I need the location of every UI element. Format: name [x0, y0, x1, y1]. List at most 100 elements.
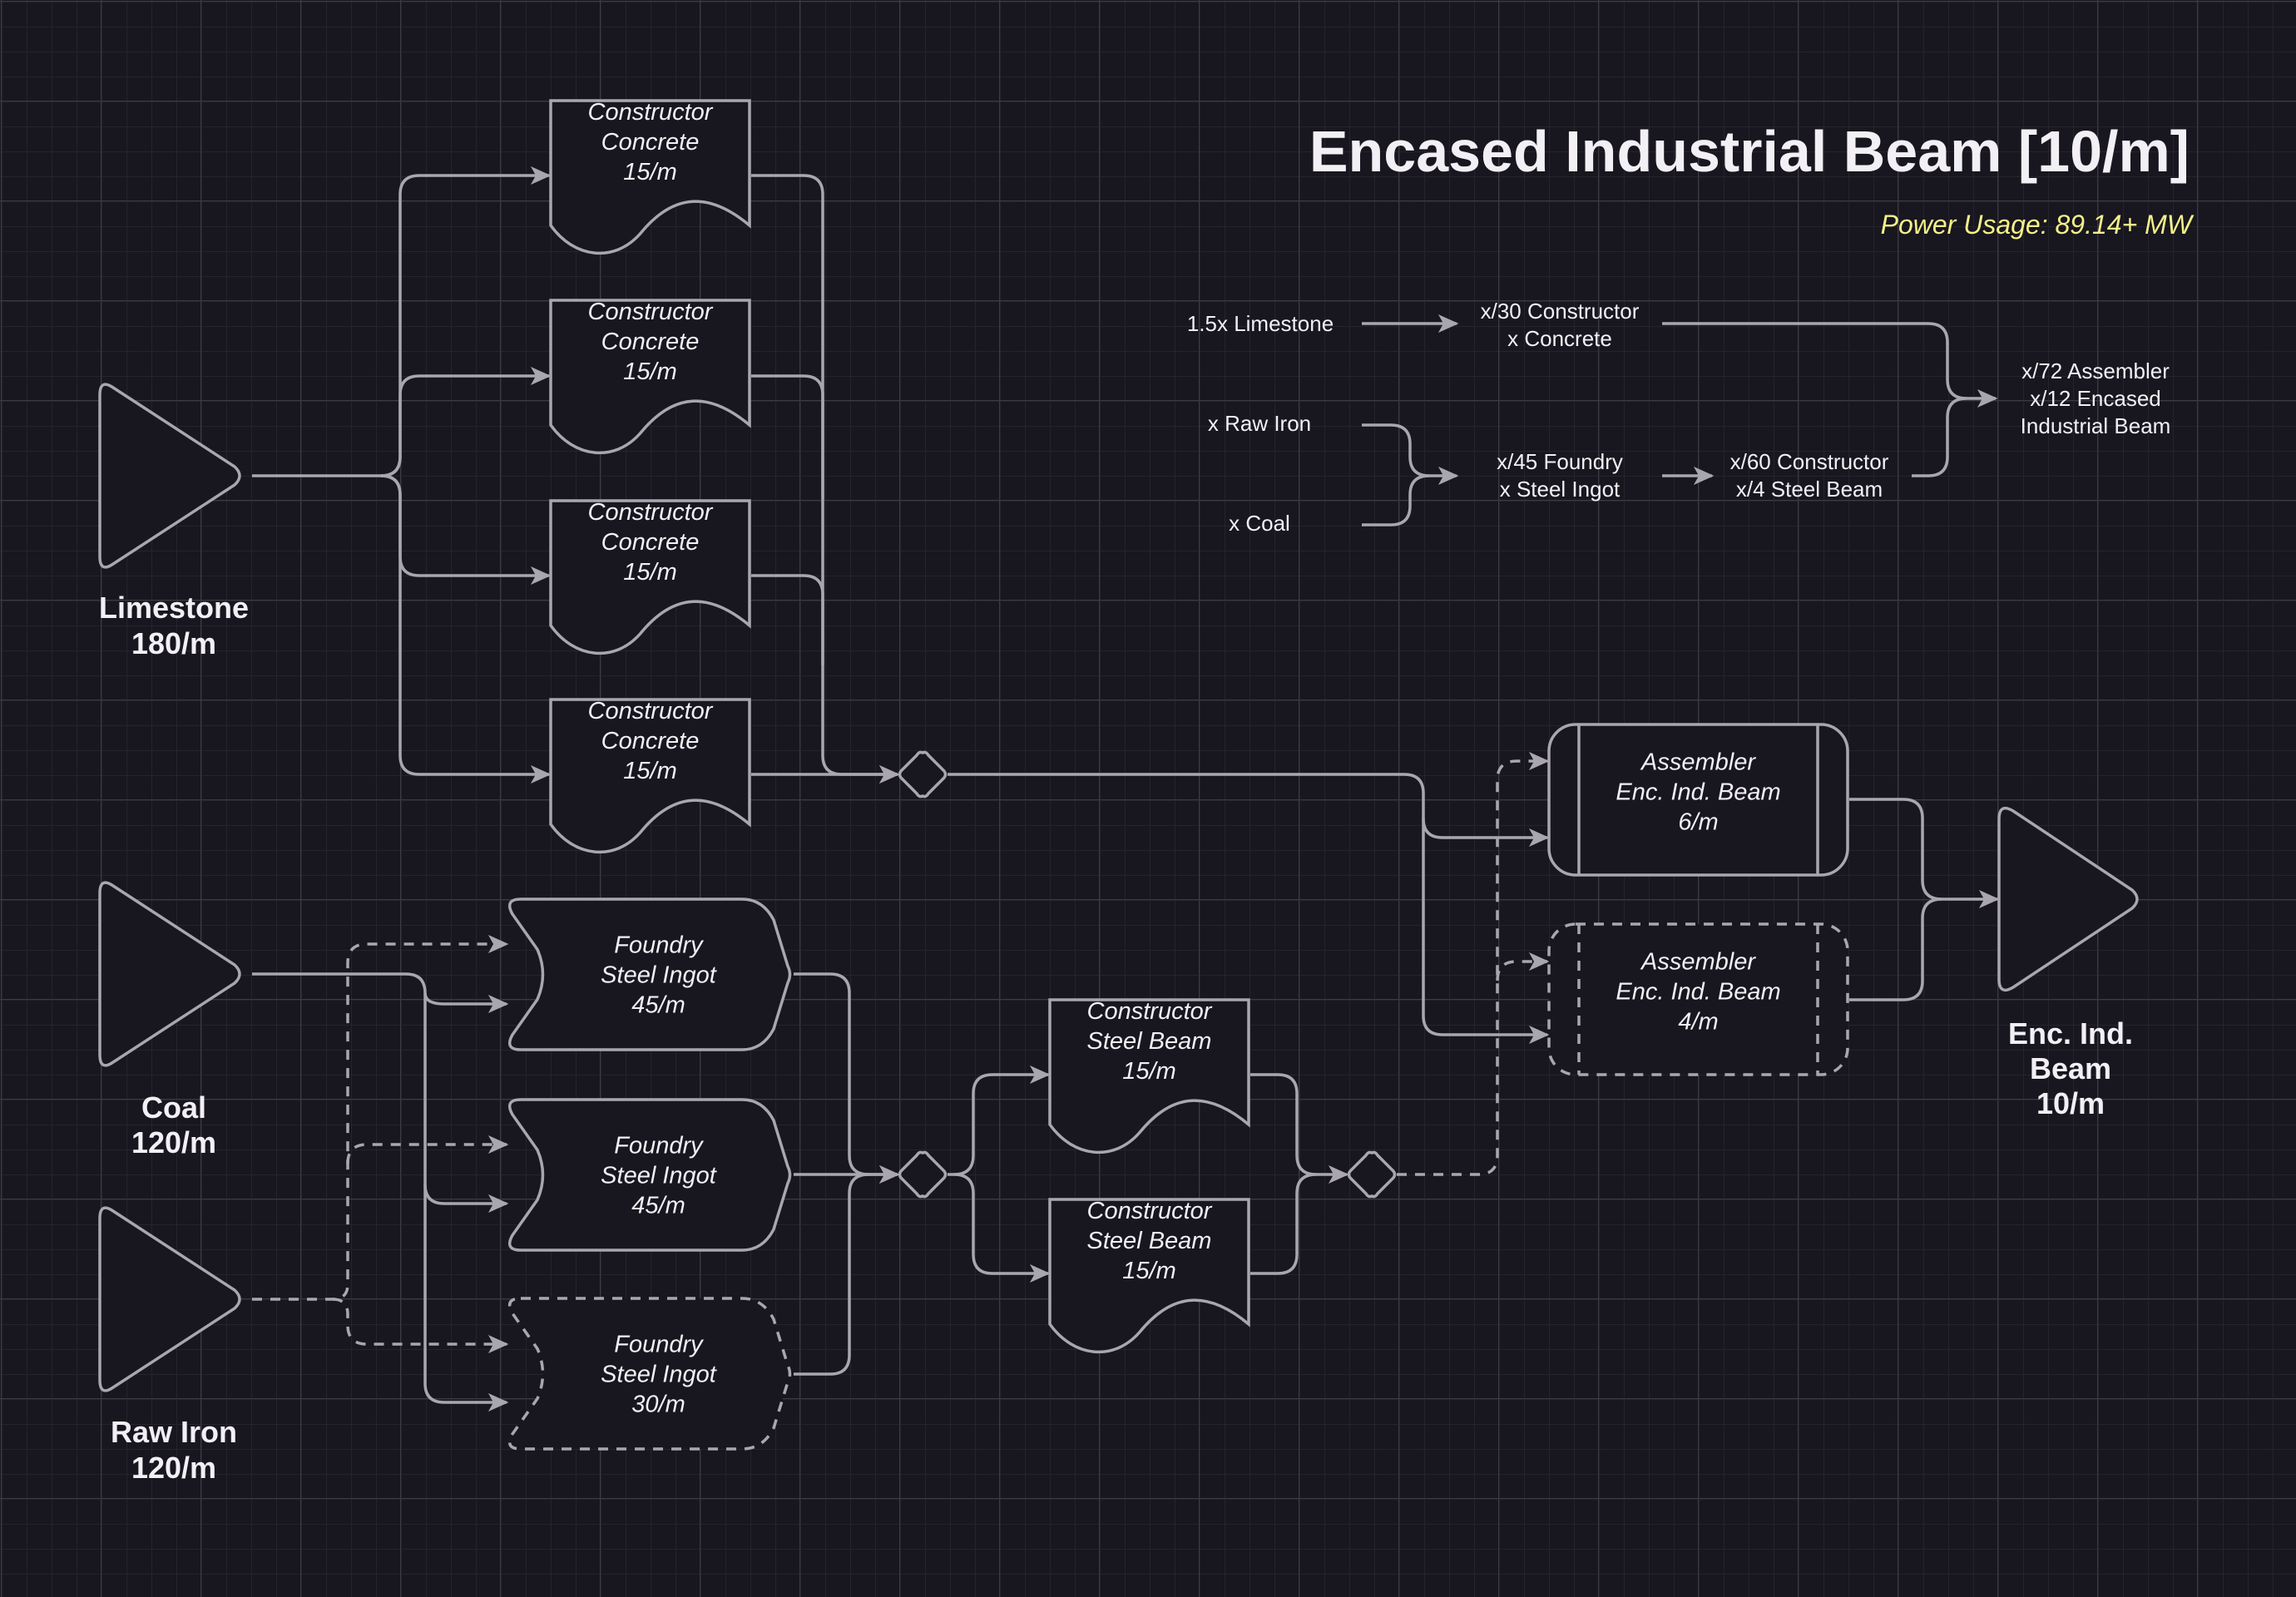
- node-product: Enc. Ind. Beam: [1616, 779, 1780, 806]
- triangle-source-icon: [98, 881, 241, 1067]
- node-machine: Foundry: [614, 1332, 704, 1358]
- legend-raw-iron: x Raw Iron: [1208, 411, 1311, 436]
- legend-coal: x Coal: [1229, 511, 1290, 536]
- source-limestone[interactable]: Limestone 180/m: [98, 383, 249, 660]
- edge-iron-foundry-2[interactable]: [346, 1135, 509, 1164]
- legend-assembler-line1: x/72 Assembler: [2021, 358, 2170, 383]
- edge-beam-2-merge[interactable]: [1250, 1173, 1317, 1275]
- legend-arrow: [1362, 474, 1430, 527]
- triangle-source-icon: [98, 383, 241, 569]
- edge-concrete-assembler-2[interactable]: [1422, 818, 1550, 1045]
- source-name: Raw Iron: [111, 1415, 237, 1449]
- node-machine: Foundry: [614, 932, 704, 959]
- node-machine: Constructor: [1087, 1198, 1213, 1224]
- edge-foundry-3-merge[interactable]: [794, 1173, 869, 1376]
- node-product: Steel Beam: [1087, 1228, 1212, 1254]
- edge-iron-foundry-3[interactable]: [332, 1298, 509, 1354]
- node-machine: Constructor: [1087, 998, 1213, 1025]
- edge-ingot-constructor-1[interactable]: [948, 1065, 1051, 1176]
- legend-arrow: [1912, 397, 1967, 477]
- source-coal[interactable]: Coal 120/m: [98, 881, 241, 1159]
- edge-limestone-concrete-2[interactable]: [380, 366, 552, 477]
- node-machine: Constructor: [588, 99, 714, 126]
- legend-steel-beam-line2: x/4 Steel Beam: [1736, 477, 1883, 502]
- legend-steel-beam-line1: x/60 Constructor: [1730, 449, 1889, 474]
- node-machine: Foundry: [614, 1133, 704, 1159]
- node-product: Concrete: [601, 129, 700, 156]
- node-machine: Constructor: [588, 499, 714, 526]
- legend-concrete-line1: x/30 Constructor: [1481, 299, 1640, 324]
- node-rate: 15/m: [623, 559, 676, 586]
- edge-beam-assembler-2[interactable]: [1496, 952, 1550, 981]
- constructor-shape: [549, 499, 751, 655]
- source-rate: 180/m: [131, 626, 216, 660]
- edge-assembler-1-output[interactable]: [1849, 798, 2000, 909]
- legend-concrete-line2: x Concrete: [1507, 326, 1612, 351]
- legend-foundry-line1: x/45 Foundry: [1497, 449, 1623, 474]
- assembler-shape: [1547, 723, 1849, 877]
- source-raw-iron[interactable]: Raw Iron 120/m: [98, 1206, 241, 1485]
- edge-iron-foundry-1[interactable]: [252, 934, 509, 1301]
- legend-foundry-line2: x Steel Ingot: [1500, 477, 1621, 502]
- node-machine: Assembler: [1640, 749, 1756, 776]
- merge-diamond-concrete[interactable]: [898, 750, 948, 798]
- edge-ingot-constructor-2[interactable]: [953, 1173, 1051, 1283]
- edge-beam-assembler-1[interactable]: [1397, 751, 1550, 1176]
- legend: 1.5x Limestone x/30 Constructor x Concre…: [1187, 299, 2170, 536]
- edge-concrete-assembler-1[interactable]: [948, 773, 1550, 848]
- concrete-constructors: ConstructorConcrete15/mConstructorConcre…: [549, 99, 751, 854]
- source-rate: 120/m: [131, 1451, 216, 1485]
- legend-arrow: [1362, 423, 1459, 486]
- edges: [252, 166, 2000, 1412]
- assembler-shape: [1547, 922, 1849, 1076]
- node-rate: 6/m: [1678, 809, 1718, 836]
- constructor-shape: [549, 698, 751, 854]
- triangle-source-icon: [98, 1206, 241, 1392]
- output-label-line1: Enc. Ind.: [2008, 1016, 2133, 1051]
- edge-beam-1-merge[interactable]: [1250, 1073, 1349, 1184]
- source-name: Limestone: [99, 591, 249, 625]
- edge-concrete-2-merge[interactable]: [751, 374, 824, 499]
- output-label-line3: 10/m: [2036, 1086, 2105, 1120]
- node-product: Concrete: [601, 329, 700, 355]
- foundry-shape: [507, 897, 792, 1051]
- merge-diamond-steel-beam[interactable]: [1347, 1150, 1397, 1199]
- node-product: Steel Ingot: [601, 1163, 718, 1189]
- node-product: Steel Ingot: [601, 1362, 718, 1388]
- output-enc-ind-beam[interactable]: Enc. Ind. Beam 10/m: [1997, 806, 2139, 1120]
- power-usage: Power Usage: 89.14+ MW: [1881, 210, 2195, 240]
- edge-limestone-concrete-4[interactable]: [380, 474, 552, 784]
- node-product: Concrete: [601, 728, 700, 754]
- edge-assembler-2-output[interactable]: [1849, 897, 1942, 1001]
- foundry-shape: [507, 1098, 792, 1252]
- node-rate: 15/m: [623, 159, 676, 185]
- merge-diamond-steel-ingot[interactable]: [898, 1150, 948, 1199]
- node-rate: 15/m: [1122, 1258, 1175, 1284]
- edge-coal-foundry-3[interactable]: [423, 1184, 509, 1412]
- edge-concrete-3-merge[interactable]: [751, 574, 824, 665]
- node-rate: 4/m: [1678, 1009, 1718, 1036]
- node-rate: 45/m: [631, 992, 685, 1019]
- constructor-shape: [1048, 998, 1250, 1154]
- node-product: Enc. Ind. Beam: [1616, 979, 1780, 1006]
- output-label-line2: Beam: [2030, 1051, 2111, 1085]
- node-machine: Constructor: [588, 698, 714, 724]
- node-rate: 45/m: [631, 1193, 685, 1219]
- constructor-shape: [549, 299, 751, 455]
- source-rate: 120/m: [131, 1125, 216, 1159]
- node-rate: 15/m: [623, 358, 676, 385]
